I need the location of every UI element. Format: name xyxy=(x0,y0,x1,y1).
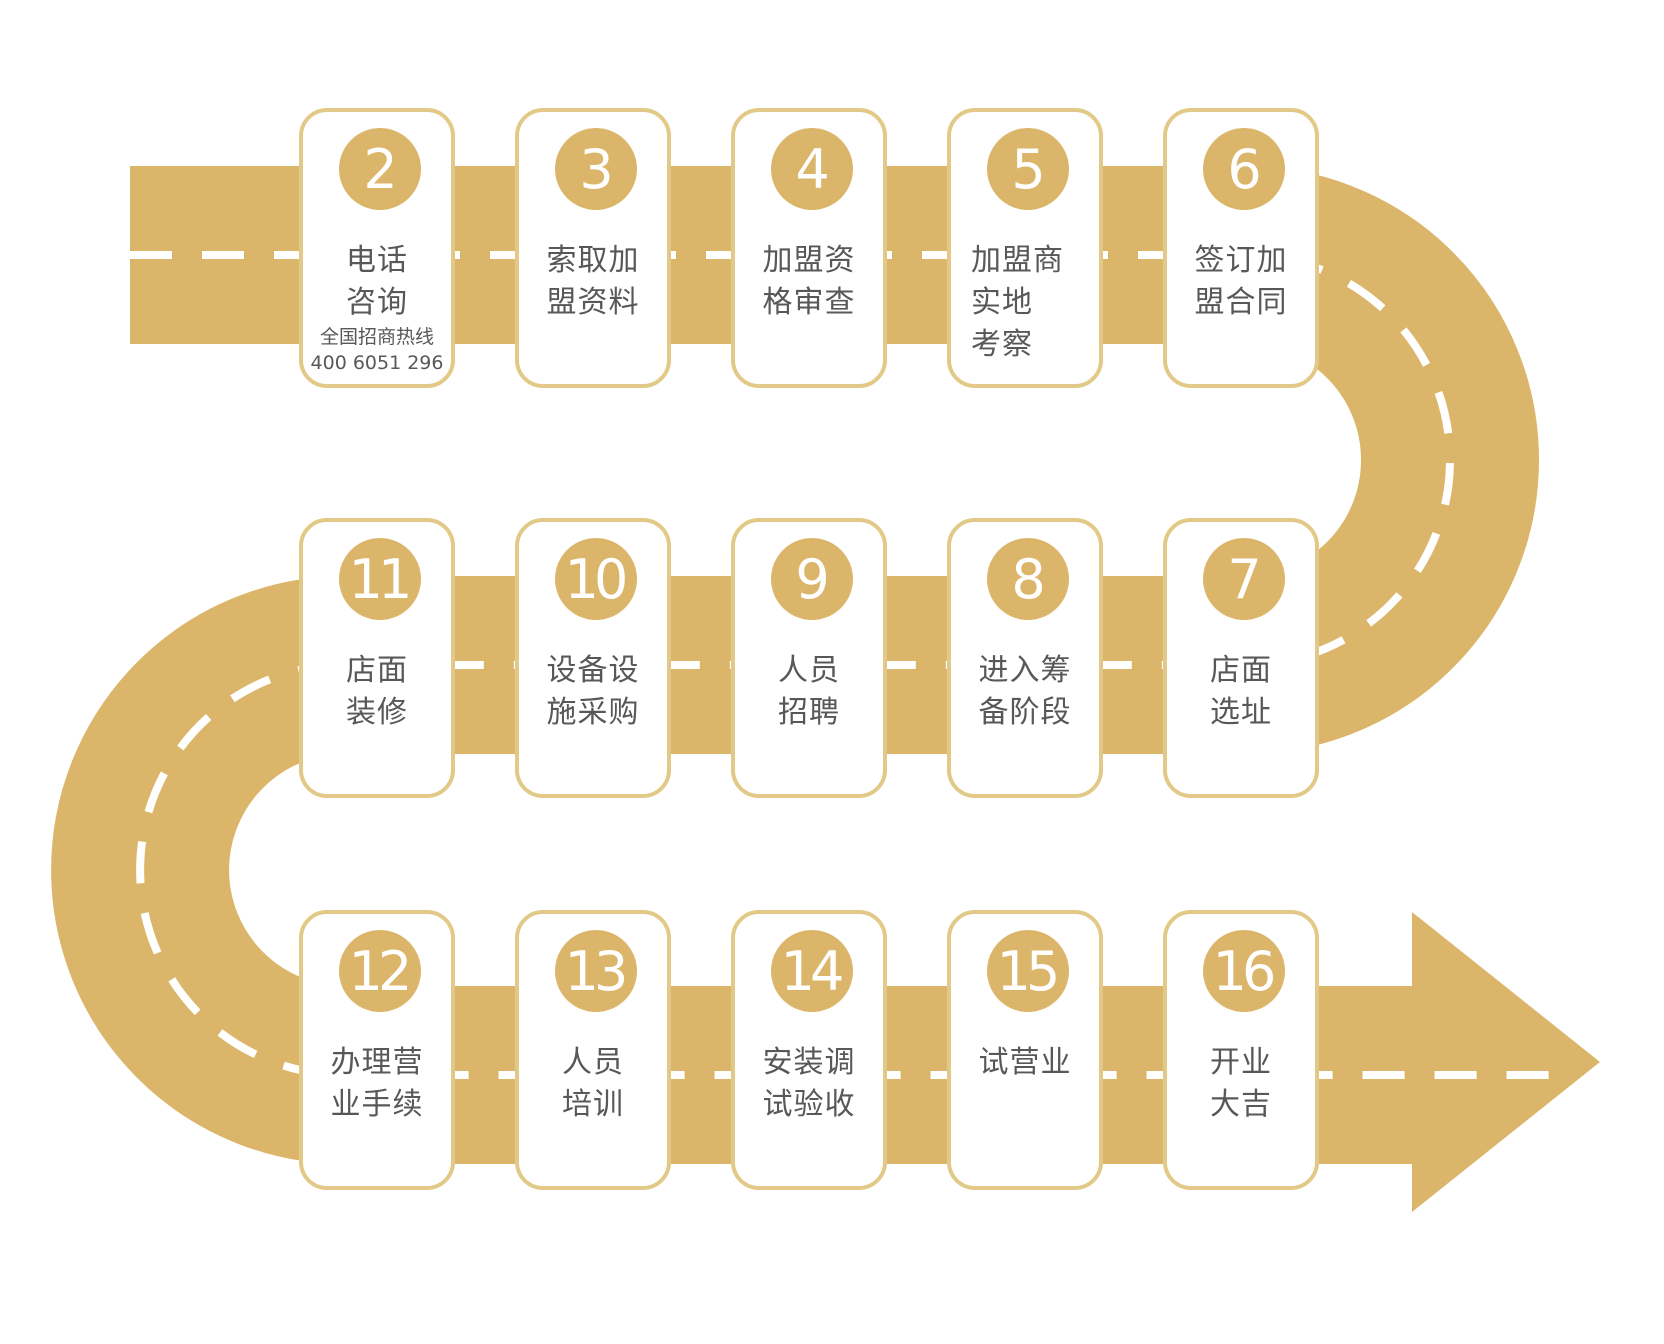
step-card-12: 12 办理营业手续 xyxy=(299,910,455,1190)
step-card-2: 2 电话咨询全国招商热线 400 6051 296 xyxy=(299,108,455,388)
step-number-badge: 15 xyxy=(987,930,1069,1012)
step-number-badge: 7 xyxy=(1203,538,1285,620)
step-label: 加盟商实地考察 xyxy=(951,240,1099,366)
hotline-label: 全国招商热线 xyxy=(319,326,434,348)
road-arrowhead xyxy=(1412,912,1600,1212)
step-label: 人员培训 xyxy=(519,1042,667,1126)
step-label-line: 进入筹 xyxy=(978,653,1072,688)
step-label-line: 大吉 xyxy=(1210,1087,1272,1122)
step-card-14: 14 安装调试验收 xyxy=(731,910,887,1190)
step-number: 11 xyxy=(348,547,413,611)
step-card-7: 7 店面选址 xyxy=(1163,518,1319,798)
step-card-4: 4 加盟资格审查 xyxy=(731,108,887,388)
step-number: 16 xyxy=(1212,939,1277,1003)
step-number: 7 xyxy=(1227,547,1261,611)
step-label-line: 办理营 xyxy=(330,1045,424,1080)
step-label: 加盟资格审查 xyxy=(735,240,883,324)
step-card-10: 10 设备设施采购 xyxy=(515,518,671,798)
step-number-badge: 4 xyxy=(771,128,853,210)
step-label-line: 招聘 xyxy=(778,695,840,730)
step-number: 14 xyxy=(780,939,845,1003)
step-label: 开业大吉 xyxy=(1167,1042,1315,1126)
step-label-line: 考察 xyxy=(971,327,1033,362)
step-label-line: 施采购 xyxy=(546,695,640,730)
step-label-line: 安装调 xyxy=(762,1045,856,1080)
road-center-dashes xyxy=(130,251,1575,1079)
step-number: 8 xyxy=(1011,547,1045,611)
step-label: 设备设施采购 xyxy=(519,650,667,734)
step-label-line: 备阶段 xyxy=(978,695,1072,730)
step-label: 人员招聘 xyxy=(735,650,883,734)
step-label-line: 店面 xyxy=(346,653,408,688)
step-number-badge: 16 xyxy=(1203,930,1285,1012)
step-label-line: 加盟商 xyxy=(971,243,1064,278)
step-label-line: 实地 xyxy=(971,285,1033,320)
step-number: 12 xyxy=(348,939,413,1003)
step-card-6: 6 签订加盟合同 xyxy=(1163,108,1319,388)
step-label-line: 格审查 xyxy=(762,285,856,320)
step-label-line: 开业 xyxy=(1210,1045,1272,1080)
step-number-badge: 6 xyxy=(1203,128,1285,210)
step-label-line: 设备设 xyxy=(546,653,640,688)
step-label: 电话咨询 xyxy=(303,240,451,324)
step-number-badge: 14 xyxy=(771,930,853,1012)
step-label-line: 盟合同 xyxy=(1194,285,1288,320)
step-number-badge: 3 xyxy=(555,128,637,210)
step-card-13: 13 人员培训 xyxy=(515,910,671,1190)
step-number-badge: 8 xyxy=(987,538,1069,620)
step-label-line: 选址 xyxy=(1210,695,1272,730)
step-label-line: 试营业 xyxy=(978,1045,1072,1080)
step-label: 店面装修 xyxy=(303,650,451,734)
step-card-9: 9 人员招聘 xyxy=(731,518,887,798)
step-label-line: 人员 xyxy=(778,653,840,688)
step-number: 5 xyxy=(1011,137,1045,201)
step-label: 办理营业手续 xyxy=(303,1042,451,1126)
step-number: 10 xyxy=(564,547,629,611)
step-label-line: 咨询 xyxy=(346,285,408,320)
step-number-badge: 2 xyxy=(339,128,421,210)
step-number-badge: 11 xyxy=(339,538,421,620)
step-number: 6 xyxy=(1227,137,1261,201)
step-card-16: 16 开业大吉 xyxy=(1163,910,1319,1190)
step-card-5: 5 加盟商实地考察 xyxy=(947,108,1103,388)
step-label-line: 业手续 xyxy=(330,1087,424,1122)
step-label-line: 加盟资 xyxy=(762,243,856,278)
step-number: 9 xyxy=(795,547,829,611)
step-label-line: 店面 xyxy=(1210,653,1272,688)
step-card-15: 15 试营业 xyxy=(947,910,1103,1190)
step-label-line: 装修 xyxy=(346,695,408,730)
hotline-number: 400 6051 296 xyxy=(310,352,444,374)
step-number: 2 xyxy=(363,137,397,201)
step-label-line: 索取加 xyxy=(546,243,640,278)
step-card-8: 8 进入筹备阶段 xyxy=(947,518,1103,798)
step-label: 安装调试验收 xyxy=(735,1042,883,1126)
step-number: 3 xyxy=(579,137,613,201)
step-label: 店面选址 xyxy=(1167,650,1315,734)
step-label-line: 人员 xyxy=(562,1045,624,1080)
hotline-info: 全国招商热线 400 6051 296 xyxy=(303,324,451,376)
step-number-badge: 9 xyxy=(771,538,853,620)
step-number-badge: 12 xyxy=(339,930,421,1012)
step-number: 4 xyxy=(795,137,829,201)
step-label: 索取加盟资料 xyxy=(519,240,667,324)
step-number: 13 xyxy=(564,939,629,1003)
step-label-line: 电话 xyxy=(346,243,408,278)
step-label-line: 签订加 xyxy=(1194,243,1288,278)
step-label-line: 盟资料 xyxy=(546,285,640,320)
step-card-3: 3 索取加盟资料 xyxy=(515,108,671,388)
step-label-line: 培训 xyxy=(562,1087,624,1122)
step-number: 15 xyxy=(996,939,1061,1003)
step-number-badge: 10 xyxy=(555,538,637,620)
step-label: 试营业 xyxy=(951,1042,1099,1084)
step-number-badge: 5 xyxy=(987,128,1069,210)
step-label-line: 试验收 xyxy=(762,1087,856,1122)
step-card-11: 11 店面装修 xyxy=(299,518,455,798)
step-number-badge: 13 xyxy=(555,930,637,1012)
step-label: 签订加盟合同 xyxy=(1167,240,1315,324)
step-label: 进入筹备阶段 xyxy=(951,650,1099,734)
